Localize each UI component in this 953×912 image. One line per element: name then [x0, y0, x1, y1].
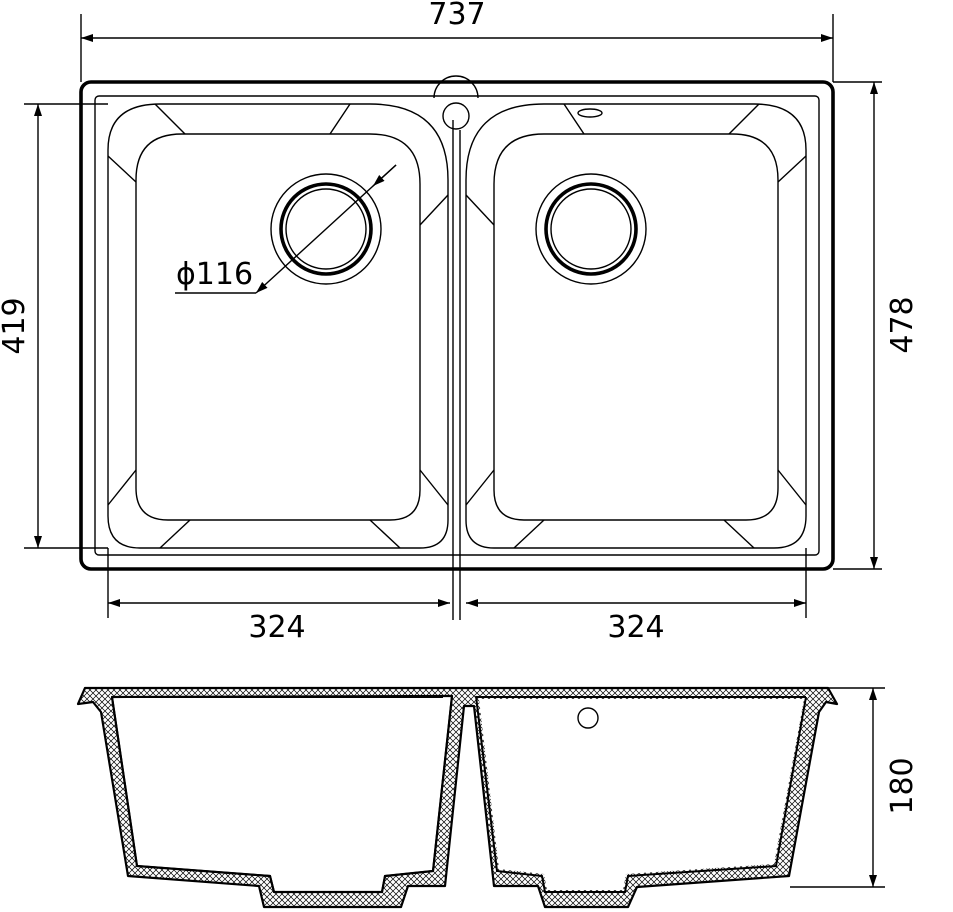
overall-width-label: 737 — [428, 0, 485, 32]
overall-depth-label: 478 — [885, 296, 920, 353]
right-bowl — [465, 103, 807, 549]
left-bowl — [107, 103, 449, 549]
dimension-overall-width: 737 — [80, 0, 834, 82]
sink-inner-rim — [94, 95, 820, 556]
dimension-bowl-length: 419 — [0, 103, 108, 549]
height-label: 180 — [885, 757, 920, 814]
bowl-width-left-label: 324 — [248, 610, 305, 645]
right-drain-outer — [535, 173, 647, 285]
bowl-length-label: 419 — [0, 297, 32, 354]
sink-outer-rim — [79, 80, 835, 571]
top-view: 737 478 419 324 324 ϕ116 — [0, 0, 920, 645]
section-view: 180 — [76, 686, 920, 909]
right-drain-ring — [544, 182, 638, 276]
bowl-width-right-label: 324 — [607, 610, 664, 645]
overflow-slot — [577, 108, 603, 118]
faucet-hole — [433, 75, 479, 130]
left-drain-ring — [279, 182, 373, 276]
dimension-overall-depth: 478 — [833, 81, 920, 570]
dimension-height: 180 — [790, 687, 920, 888]
left-drain-outer — [270, 173, 382, 285]
drain-diameter-label: ϕ116 — [176, 257, 253, 292]
dimension-bowl-widths: 324 324 — [107, 548, 807, 645]
overflow-hole — [577, 707, 599, 729]
